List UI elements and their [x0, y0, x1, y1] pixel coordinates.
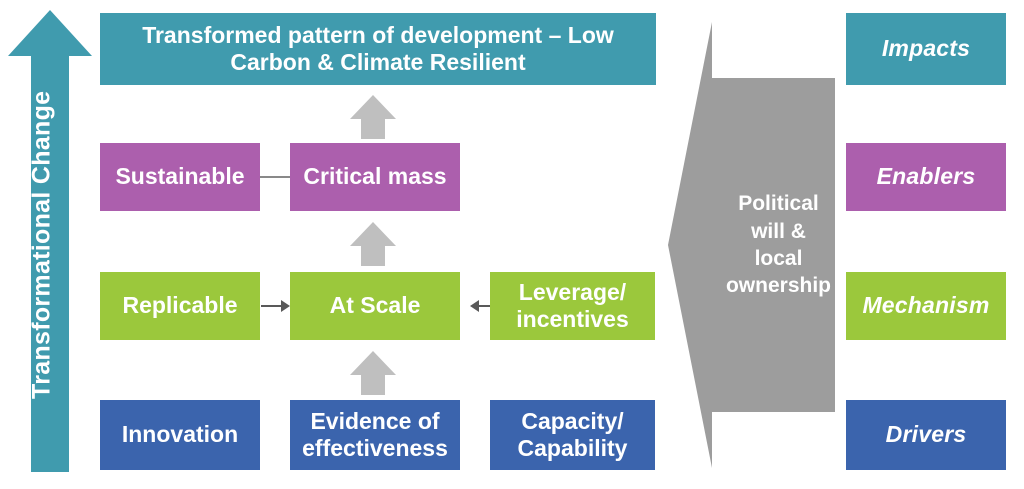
box-at-scale[interactable]: At Scale: [290, 272, 460, 340]
up-arrow-icon-drivers-to-mechanism: [350, 351, 396, 395]
political-will-arrow-icon: [668, 22, 835, 468]
political-will-label: Political will & local ownership: [660, 14, 845, 476]
connector-sustainable-critical-mass: [260, 176, 290, 178]
box-transformed-pattern[interactable]: Transformed pattern of development – Low…: [100, 13, 656, 85]
box-critical-mass[interactable]: Critical mass: [290, 143, 460, 211]
box-evidence-of-effectiveness[interactable]: Evidence of effectiveness: [290, 400, 460, 470]
box-capacity-capability[interactable]: Capacity/ Capability: [490, 400, 655, 470]
box-innovation[interactable]: Innovation: [100, 400, 260, 470]
legend-impacts: Impacts: [846, 13, 1006, 85]
arrowhead-right-icon-at-scale: [281, 300, 290, 312]
legend-drivers: Drivers: [846, 400, 1006, 470]
box-sustainable[interactable]: Sustainable: [100, 143, 260, 211]
political-line3: local: [754, 247, 803, 270]
box-leverage-line2: incentives: [516, 306, 629, 332]
box-evidence-line1: Evidence of: [310, 407, 440, 434]
up-arrow-icon-enablers-to-impacts: [350, 95, 396, 139]
box-capacity-line2: Capability: [517, 435, 628, 461]
political-line1: Political: [738, 192, 819, 216]
up-arrow-icon-mechanism-to-enablers: [350, 222, 396, 266]
box-leverage-line1: Leverage/: [518, 278, 627, 305]
political-line4: ownership: [725, 274, 831, 298]
box-evidence-line2: effectiveness: [302, 435, 448, 461]
arrowhead-left-icon-at-scale: [470, 300, 479, 312]
legend-enablers: Enablers: [846, 143, 1006, 211]
legend-mechanism: Mechanism: [846, 272, 1006, 340]
box-replicable[interactable]: Replicable: [100, 272, 260, 340]
transformational-change-label: Transformational Change: [27, 90, 56, 400]
political-line2: will &: [751, 219, 806, 243]
box-capacity-line1: Capacity/: [521, 407, 624, 434]
box-leverage-incentives[interactable]: Leverage/ incentives: [490, 272, 655, 340]
transformational-change-arrow-icon: [8, 10, 92, 472]
connector-replicable-to-at-scale: [261, 305, 281, 307]
